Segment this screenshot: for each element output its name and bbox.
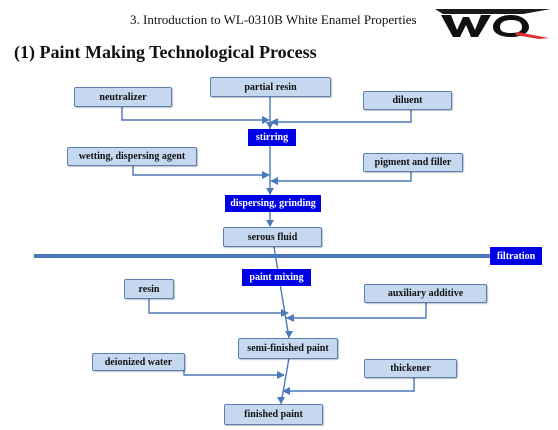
node-neutralizer: neutralizer — [74, 87, 172, 107]
connector-wetting — [132, 166, 265, 176]
connector-thickener — [283, 378, 415, 392]
node-neutralizer-label: neutralizer — [99, 91, 147, 103]
logo-q — [493, 15, 529, 37]
node-serous-fluid: serous fluid — [223, 227, 322, 247]
node-pigment-filler: pigment and filler — [363, 153, 463, 172]
arrowhead-auxiliary — [286, 314, 294, 322]
step-paint-mixing: paint mixing — [242, 269, 311, 286]
step-stirring: stirring — [248, 129, 296, 146]
node-partial-resin: partial resin — [210, 77, 331, 97]
connector-trunk-bottom — [280, 357, 290, 405]
node-thickener-label: thickener — [390, 363, 431, 374]
arrowhead-serous — [266, 220, 274, 227]
connector-pigment — [275, 172, 412, 182]
node-semi-finished-paint: semi-finished paint — [238, 338, 338, 359]
connector-resin — [148, 299, 284, 314]
node-deionized-water-label: deionized water — [104, 356, 173, 368]
arrowhead-stirring-left — [262, 116, 270, 124]
node-serous-fluid-label: serous fluid — [247, 231, 298, 243]
arrowhead-stirring — [266, 122, 274, 129]
node-auxiliary-additive: auxiliary additive — [364, 284, 487, 303]
filtration-line — [34, 254, 492, 258]
arrowhead-resin — [281, 309, 289, 317]
node-diluent-label: diluent — [392, 95, 423, 106]
node-thickener: thickener — [364, 359, 457, 378]
step-stirring-label: stirring — [255, 132, 289, 143]
node-deionized-water: deionized water — [92, 353, 185, 371]
logo-w — [441, 15, 491, 37]
node-resin-label: resin — [138, 283, 160, 295]
step-dispersing-grinding: dispersing, grinding — [225, 195, 321, 212]
step-dispersing-grinding-label: dispersing, grinding — [230, 198, 316, 209]
connector-neutralizer — [121, 107, 265, 121]
node-diluent: diluent — [363, 91, 452, 110]
page-header-title: 3. Introduction to WL-0310B White Enamel… — [130, 12, 417, 27]
node-semi-finished-paint-label: semi-finished paint — [247, 343, 329, 354]
node-resin: resin — [124, 279, 174, 299]
node-finished-paint-label: finished paint — [244, 409, 303, 420]
arrowhead-finished — [277, 397, 285, 404]
step-filtration-label: filtration — [496, 250, 536, 262]
arrowhead-dispersing-left — [262, 171, 270, 179]
arrowhead-dispersing-right — [270, 177, 278, 185]
arrowhead-thickener — [282, 387, 290, 395]
section-title: (1) Paint Making Technological Process — [14, 42, 317, 62]
connector-deionized — [183, 370, 284, 376]
connector-diluent — [275, 110, 412, 123]
logo-tail — [515, 32, 549, 39]
logo-swoosh — [435, 9, 551, 14]
arrowhead-semi-finished — [285, 331, 293, 338]
node-pigment-filler-label: pigment and filler — [374, 157, 452, 168]
step-filtration: filtration — [490, 247, 542, 265]
node-finished-paint: finished paint — [224, 404, 323, 425]
step-paint-mixing-label: paint mixing — [249, 272, 304, 283]
arrowhead-deionized — [277, 371, 285, 379]
node-partial-resin-label: partial resin — [244, 81, 297, 93]
arrowhead-dispersing — [266, 188, 274, 195]
node-auxiliary-additive-label: auxiliary additive — [387, 288, 464, 299]
connector-auxiliary — [286, 302, 427, 319]
node-wetting-dispersing-agent: wetting, dispersing agent — [67, 147, 197, 166]
wq-logo — [435, 9, 551, 39]
connector-trunk-mid — [273, 246, 290, 339]
node-wetting-label: wetting, dispersing agent — [78, 151, 186, 162]
